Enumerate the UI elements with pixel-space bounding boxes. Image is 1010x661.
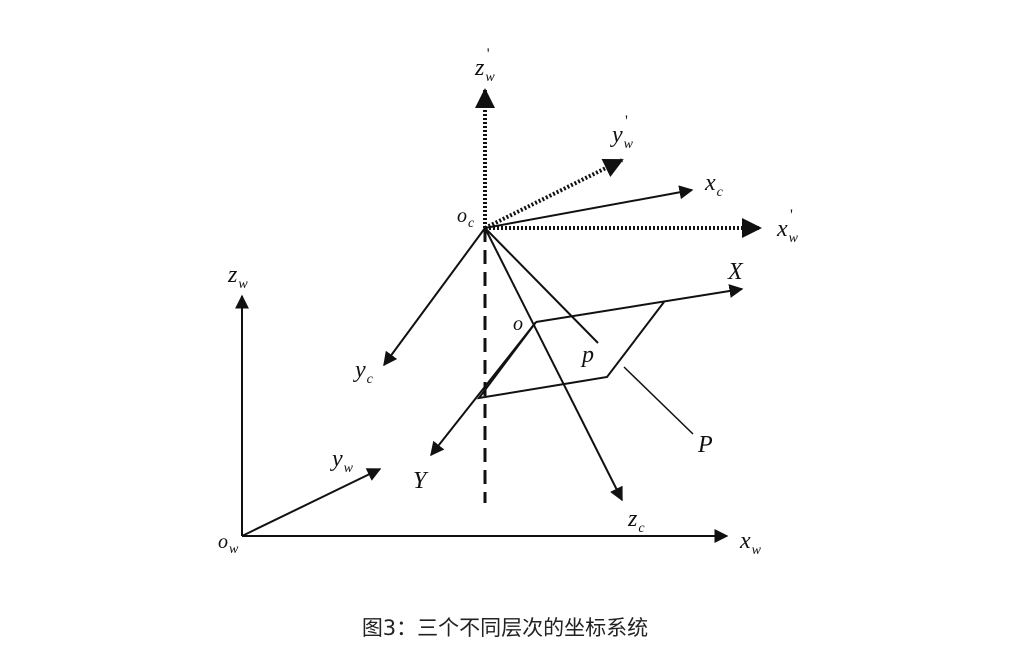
label-o-c: oc xyxy=(457,205,475,231)
camera-y-axis xyxy=(383,227,486,367)
label-y-c: yc xyxy=(353,357,374,387)
camera-x-axis xyxy=(484,185,694,229)
label-y-w: yw xyxy=(330,446,354,476)
world-prime-y-axis xyxy=(484,158,624,230)
label-o-w: ow xyxy=(218,531,239,557)
figure-caption: 图3：三个不同层次的坐标系统 xyxy=(361,616,649,640)
label-z-w: zw xyxy=(227,262,248,292)
image-plane xyxy=(476,301,665,400)
label-Y: Y xyxy=(413,468,429,494)
projection-ray xyxy=(484,227,599,344)
label-p: p xyxy=(580,342,594,368)
label-o: o xyxy=(513,313,523,335)
label-z-c: zc xyxy=(627,506,645,536)
label-P: P xyxy=(697,432,713,458)
label-X: X xyxy=(727,259,744,285)
label-y-w-prime: yw' xyxy=(610,113,634,152)
label-x-c: xc xyxy=(704,170,724,200)
camera-z-axis xyxy=(484,227,623,502)
plane-leader-line xyxy=(623,366,694,435)
label-z-w-prime: zw' xyxy=(474,46,495,85)
label-x-w: xw xyxy=(739,528,762,558)
label-x-w-prime: xw' xyxy=(776,207,799,246)
image-x-axis xyxy=(535,284,744,323)
world-y-axis xyxy=(241,468,382,537)
image-y-axis xyxy=(430,321,537,457)
